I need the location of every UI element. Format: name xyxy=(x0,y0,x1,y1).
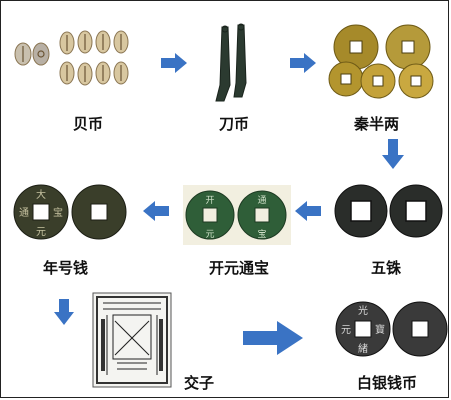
kaiyuan-coins-image: 开 元 通 宝 xyxy=(183,185,291,245)
nianhao-coins-image: 大 元 通 宝 xyxy=(13,184,127,240)
stage-label-nianhao: 年号钱 xyxy=(43,259,89,277)
knife-currency-image xyxy=(215,23,247,102)
arrow-right-icon xyxy=(243,321,303,355)
arrow-right-icon xyxy=(290,53,316,73)
coin-char: 寶 xyxy=(375,323,385,336)
qin-banliang-image xyxy=(328,24,434,99)
stage-label-silver: 白银钱币 xyxy=(357,374,418,392)
arrow-down-icon xyxy=(382,139,404,169)
coin-char: 通 xyxy=(19,207,29,219)
arrow-left-icon xyxy=(295,201,321,221)
wuzhu-coins-image xyxy=(334,184,443,238)
coin-char: 緒 xyxy=(358,342,368,355)
stage-label-jiaozi: 交子 xyxy=(184,374,215,392)
coin-char: 元 xyxy=(36,227,46,238)
coin-char: 宝 xyxy=(257,228,266,240)
stage-label-kaiyuan: 开元通宝 xyxy=(209,259,270,277)
arrow-left-icon xyxy=(143,201,169,221)
coin-char: 通 xyxy=(257,195,266,206)
coin-char: 光 xyxy=(358,304,368,317)
silver-coins-image: 光 緒 元 寶 xyxy=(335,301,448,357)
coin-char: 元 xyxy=(341,325,351,336)
stage-label-knife: 刀币 xyxy=(219,115,250,133)
coin-char: 大 xyxy=(36,188,46,201)
coin-char: 开 xyxy=(205,195,214,206)
stage-label-qin: 秦半两 xyxy=(354,115,400,133)
coin-char: 宝 xyxy=(53,206,63,219)
arrow-right-icon xyxy=(161,53,187,73)
shell-currency-image xyxy=(14,30,129,86)
jiaozi-note-image xyxy=(92,292,172,388)
stage-label-wuzhu: 五铢 xyxy=(371,259,402,277)
arrow-down-icon xyxy=(54,299,74,325)
stage-label-shell: 贝币 xyxy=(73,115,104,133)
coin-char: 元 xyxy=(205,230,214,240)
